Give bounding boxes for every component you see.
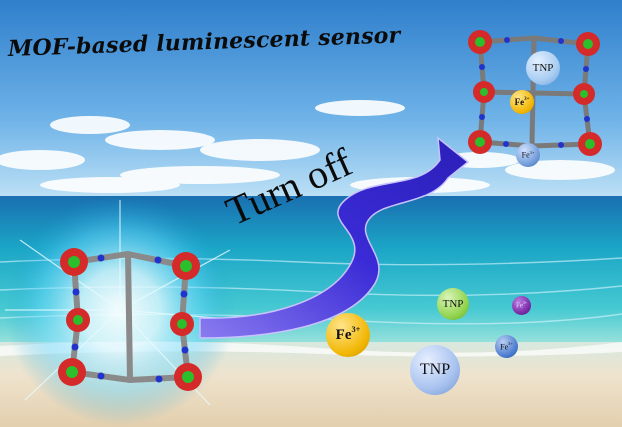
fe-ion-ball: Fe3+	[495, 335, 518, 358]
fe-label: Fe3+	[521, 149, 535, 160]
luminescent-mof-framework-icon	[58, 248, 202, 391]
fe-ion-ball: Fe3+	[326, 313, 370, 357]
fe-label: Fe3+	[514, 97, 530, 107]
turn-off-arrow	[199, 136, 470, 339]
tnp-ball: TNP	[410, 345, 460, 395]
tnp-label: TNP	[419, 361, 451, 378]
quenched-mof-framework-icon	[468, 30, 602, 156]
fe-label: Fe3+	[335, 324, 361, 343]
tnp-label: TNP	[442, 298, 464, 310]
fe-label: Fe3+	[515, 300, 528, 310]
tnp-ball: TNP	[526, 51, 560, 85]
fe-label: Fe3+	[500, 341, 513, 352]
fe-ion-ball: Fe3+	[510, 90, 534, 114]
tnp-label: TNP	[532, 62, 554, 74]
fe-ion-ball: Fe3+	[512, 296, 531, 315]
tnp-ball: TNP	[437, 288, 469, 320]
fe-ion-ball: Fe3+	[516, 143, 540, 167]
